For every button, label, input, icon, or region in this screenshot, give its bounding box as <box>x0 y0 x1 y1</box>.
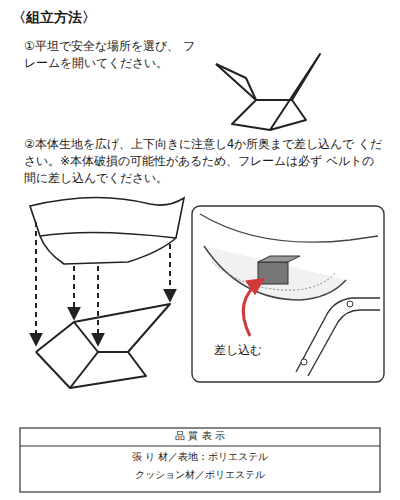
step-text: ①平坦で安全な場所を選び、 フレームを開いてください。 <box>24 38 204 72</box>
chair-frame <box>216 54 320 130</box>
table-cell: クッション材／ポリエステル <box>20 468 380 482</box>
table-cell: 張 り 材／表地：ポリエステル <box>20 450 380 464</box>
step-text: ②本体生地を広げ、上下向きに注意し4か所奥まで差し込んで ください。※本体破損の… <box>24 136 384 187</box>
action-label: 差し込む <box>212 342 264 359</box>
chair-frame <box>36 304 170 388</box>
section-title: 〈組立方法〉 <box>12 8 96 28</box>
quality-table <box>20 428 380 492</box>
detail-frame <box>192 206 384 382</box>
detail-illustration <box>200 214 380 376</box>
chair-cover <box>30 197 184 264</box>
table-header: 品 質 表 示 <box>20 429 380 443</box>
